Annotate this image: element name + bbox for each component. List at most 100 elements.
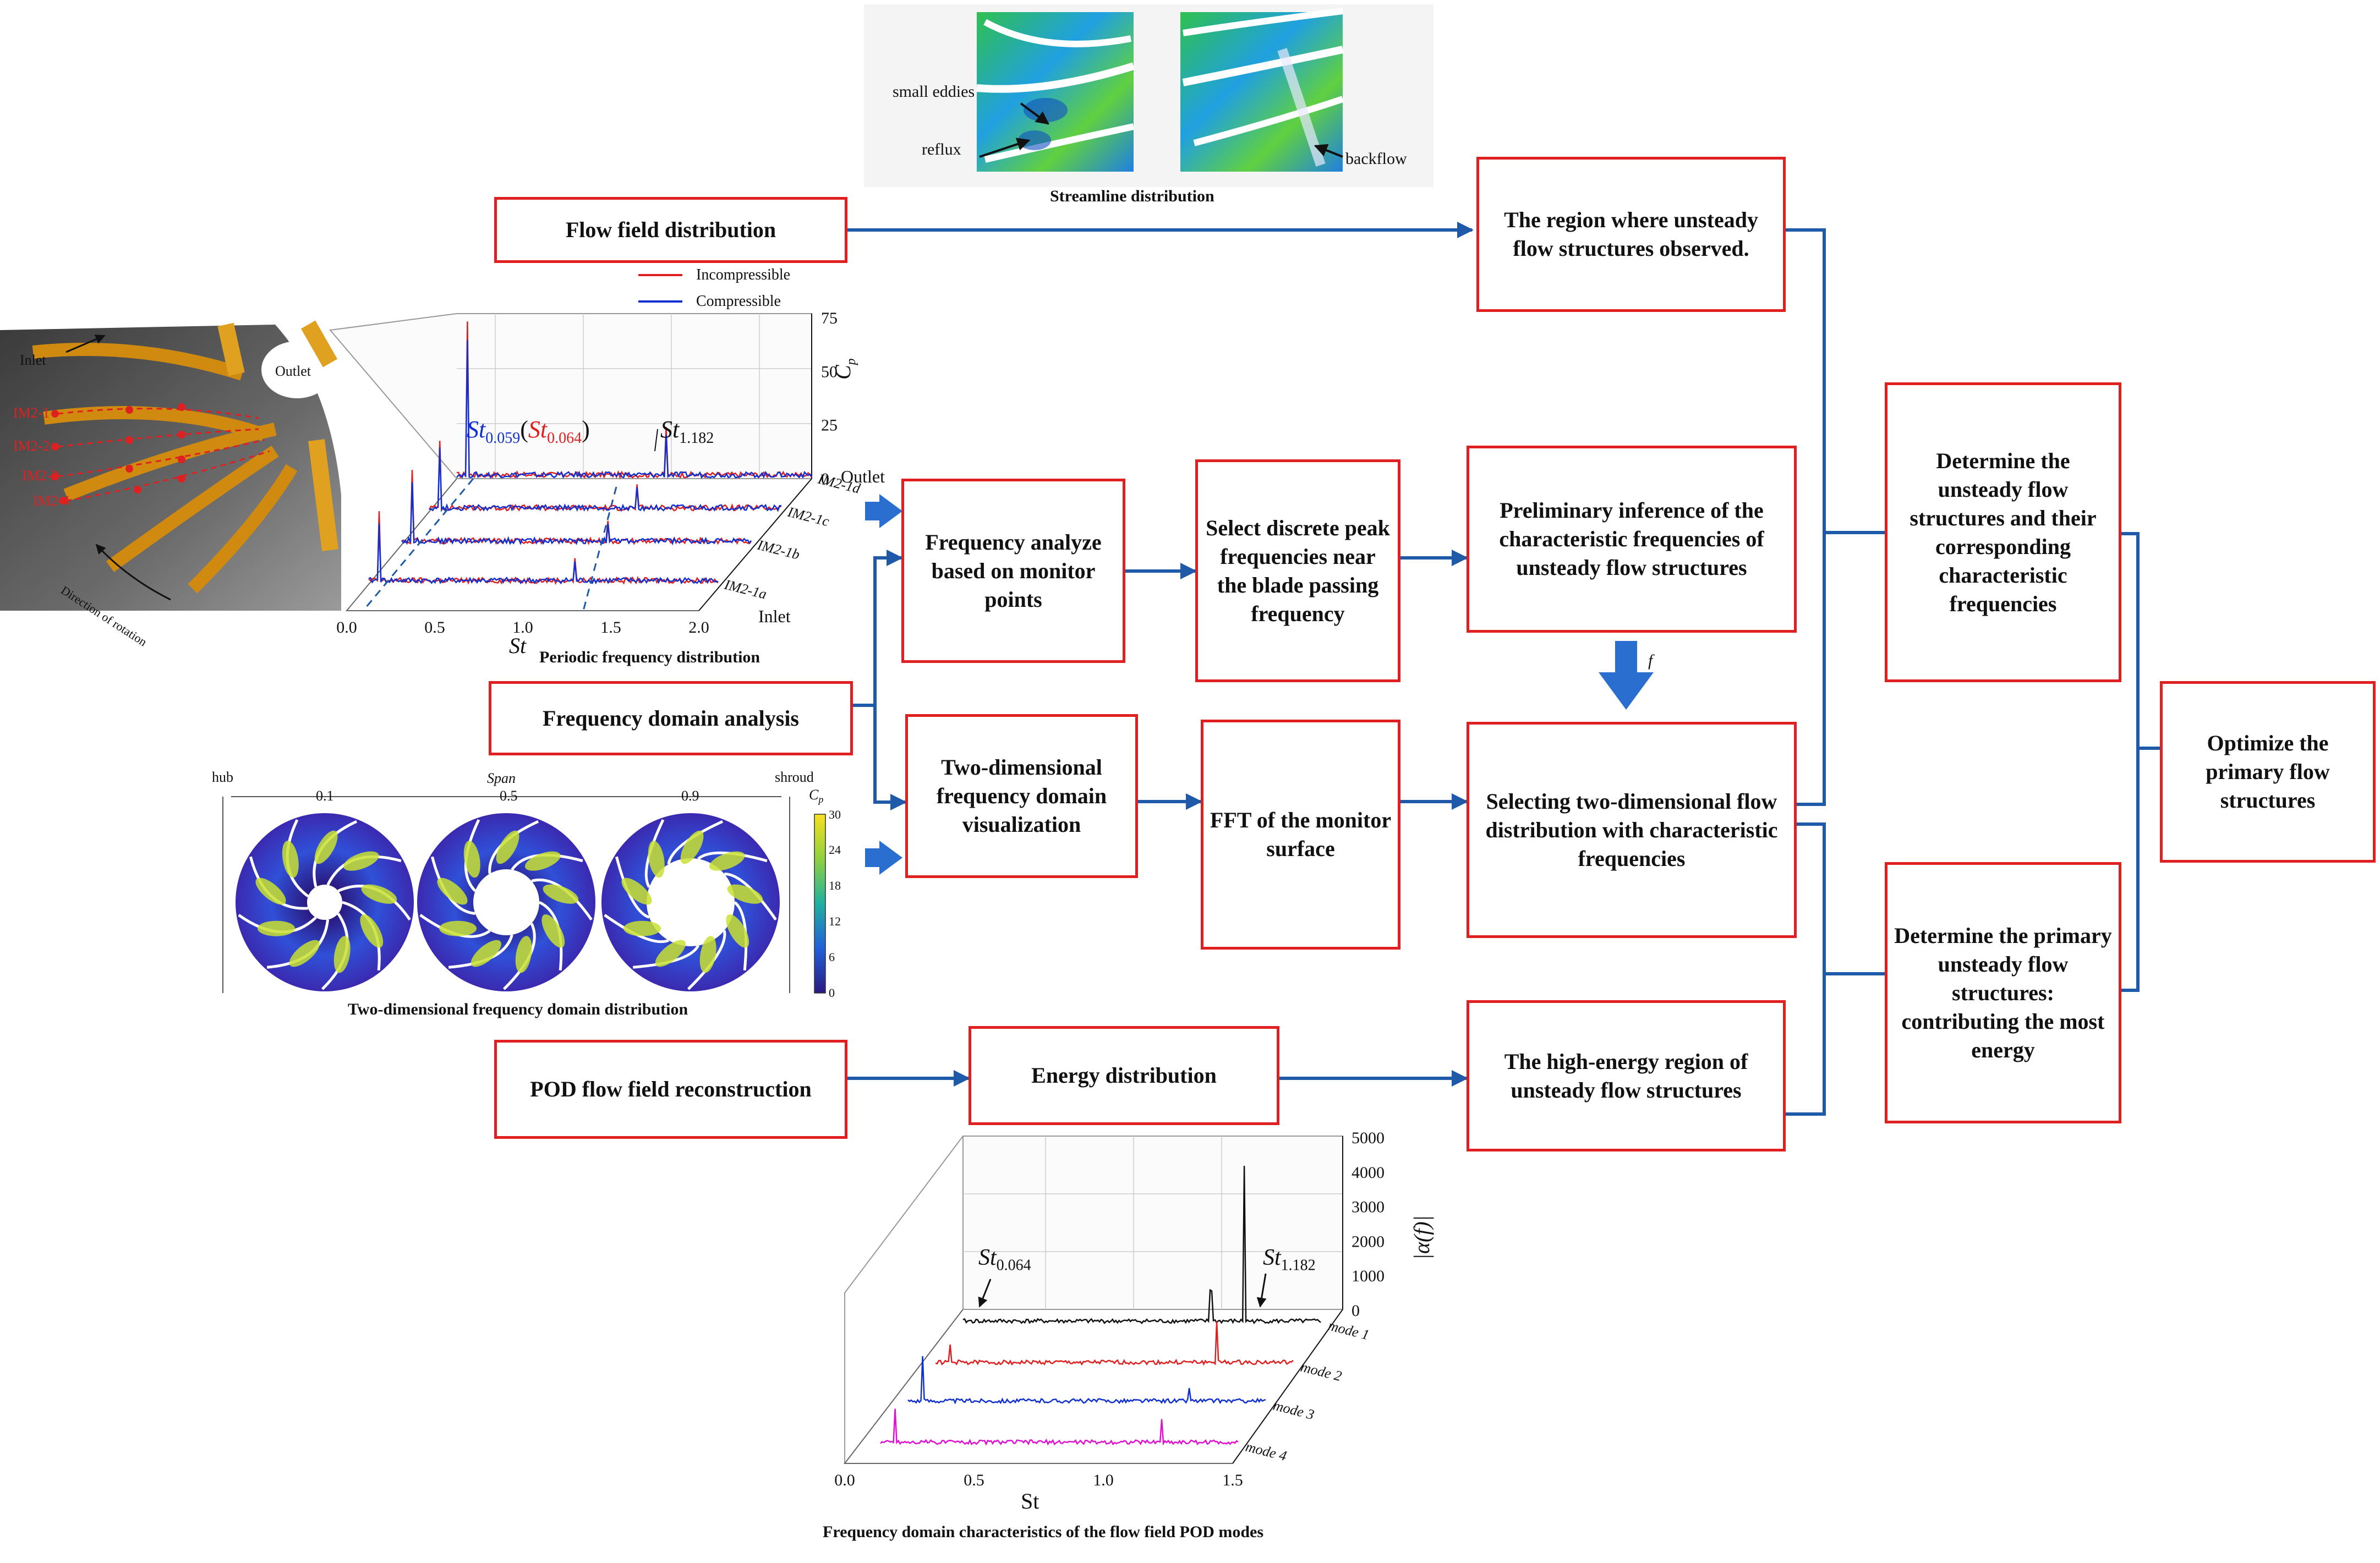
down-arrow-icon [1599,641,1654,710]
block-arrow-icon [865,841,902,875]
twod-caption: Two-dimensional frequency domain distrib… [348,1000,688,1018]
cb-tick: 18 [829,879,841,892]
high-energy-box: The high-energy region of unsteady flow … [1467,1000,1786,1151]
cb-tick: 0 [829,986,835,1000]
energy-distribution-box: Energy distribution [969,1026,1279,1125]
twod-span-0.5: 0.5 [500,788,518,804]
disk-blade [604,914,669,944]
determine-primary-box: Determine the primary unsteady flow stru… [1885,862,2121,1123]
disk-hotspot [437,878,468,905]
colorbar [814,814,826,994]
disk-hotspot [727,884,763,904]
disk-blade [724,873,777,921]
disk-hotspot [709,851,745,871]
impeller-figure [0,320,341,611]
disk-blade [632,945,700,969]
region-unsteady-box: The region where unsteady flow structure… [1476,157,1786,312]
pod-ylabel: |α(f)| [1409,1215,1434,1260]
cb-tick: 30 [829,808,841,821]
periodic-trace-compressible [456,340,813,479]
outlet-label: Outlet [841,467,885,486]
twod-frequency-figure [222,796,826,994]
backflow-label: backflow [1345,150,1407,168]
pod-mode-label: mode 4 [1244,1439,1289,1464]
flow-field-box: Flow field distribution [494,197,847,263]
pod-reconstruction-box: POD flow field reconstruction [494,1040,847,1139]
disk-hotspot [255,878,286,905]
periodic-x-tick: 0.5 [424,618,445,637]
periodic-y-tick: 75 [821,309,838,327]
disk-hotspot [699,936,716,973]
pod-y-tick: 0 [1352,1302,1360,1320]
disk-hotspot [655,940,686,967]
disk-hotspot [515,936,532,973]
pod-caption: Frequency domain characteristics of the … [823,1523,1263,1541]
reflux-label: reflux [922,140,961,158]
pod-y-tick: 2000 [1352,1232,1385,1251]
disk-hotspot [361,884,397,904]
pod-mode-label: mode 1 [1327,1318,1371,1343]
cb-tick: 12 [829,914,841,928]
periodic-x-tick: 1.5 [600,618,621,637]
disk-blade [615,856,650,919]
st059-annotation: St0.059(St0.064) [467,416,590,447]
periodic-trace-compressible [429,447,781,513]
disk-blade [644,819,665,888]
pod-mode-label: mode 2 [1299,1359,1344,1384]
disk-hotspot [314,830,338,864]
disk-hotspot [289,940,320,967]
streamline-image-left [976,12,1135,172]
pod-x-tick: 0.0 [834,1471,855,1489]
periodic-caption: Periodic frequency distribution [539,648,760,666]
arrow-f-label: f [1648,651,1655,670]
disk-hotspot [541,914,565,948]
disk-hotspot [360,914,384,948]
small-eddies-label: small eddies [893,83,975,101]
legend-incompressible-label: Incompressible [696,266,791,283]
pod-trace-mode-3 [907,1356,1266,1405]
selecting-2d-box: Selecting two-dimensional flow distribut… [1467,722,1797,938]
twod-shroud-label: shroud [775,769,814,785]
im2-3-label: IM2-3 [22,468,59,484]
select-peaks-box: Select discrete peak frequencies near th… [1195,459,1400,682]
periodic-ylabel: Cp [830,358,858,380]
depth-label: IM2-1b [756,536,802,562]
disk-hotspot [648,841,665,878]
disk-hotspot [623,920,661,936]
inlet-label: Inlet [758,606,791,626]
disk-blade [667,820,724,865]
disk-hotspot [524,851,561,871]
im2-2-label: IM2-2 [13,438,50,454]
pod-y-tick: 4000 [1352,1164,1385,1182]
disk-blade [697,851,768,863]
depth-label: IM2-1c [786,503,831,529]
pod-x-tick: 0.5 [964,1471,984,1489]
disk-hotspot [543,884,579,904]
cb-tick: 6 [829,950,835,964]
disk-hotspot [680,830,704,864]
preliminary-inference-box: Preliminary inference of the characteris… [1467,446,1797,633]
streamline-figure [864,4,1434,187]
pod-trace-mode-4 [880,1408,1239,1446]
impeller-outlet-label: Outlet [275,363,311,379]
fft-box: FFT of the monitor surface [1201,720,1400,950]
impeller-inlet-label: Inlet [20,352,46,368]
impeller-outlet-disk [261,341,333,398]
pod-trace-mode-2 [935,1321,1294,1366]
disk-hotspot [343,851,379,871]
pod-x-tick: 1.0 [1093,1471,1114,1489]
twod-span-0.1: 0.1 [316,788,334,804]
optimize-box: Optimize the primary flow structures [2160,681,2376,863]
connector-lines [847,222,2160,1116]
two-dim-visualization-box: Two-dimensional frequency domain visuali… [905,714,1138,878]
pod-trace-mode-1 [962,1166,1321,1324]
cb-tick: 24 [829,843,841,857]
streamline-caption: Streamline distribution [1050,187,1214,205]
disk-hotspot [333,936,351,973]
